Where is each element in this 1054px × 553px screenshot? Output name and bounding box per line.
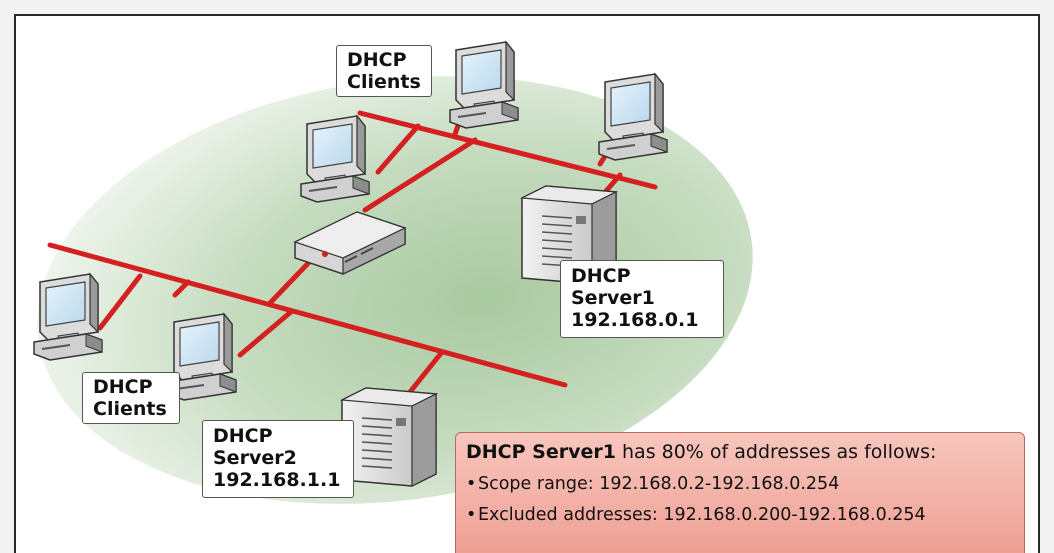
network-area-ellipse	[37, 76, 753, 504]
dhcp-server1-label: DHCP Server1 192.168.0.1	[560, 260, 724, 338]
dhcp-clients-label-top: DHCP Clients	[336, 45, 432, 97]
dhcp-client-computer-left-1	[33, 273, 103, 361]
dhcp-client-computer-top-2	[300, 115, 370, 203]
dhcp-server2-icon	[341, 387, 437, 487]
info-box-title: DHCP Server1 has 80% of addresses as fol…	[466, 441, 937, 463]
excluded-addresses-item: •Excluded addresses: 192.168.0.200-192.1…	[466, 505, 926, 525]
dhcp-server1-info-box: DHCP Server1 has 80% of addresses as fol…	[455, 432, 1025, 553]
dhcp-client-computer-top-1	[449, 41, 519, 129]
dhcp-client-computer-top-3	[598, 73, 668, 161]
bullet-icon: •	[466, 505, 477, 525]
scope-range-item: •Scope range: 192.168.0.2-192.168.0.254	[466, 474, 840, 494]
bullet-icon: •	[466, 474, 477, 494]
dhcp-server2-label: DHCP Server2 192.168.1.1	[202, 420, 354, 498]
dhcp-clients-label-left: DHCP Clients	[82, 372, 180, 424]
